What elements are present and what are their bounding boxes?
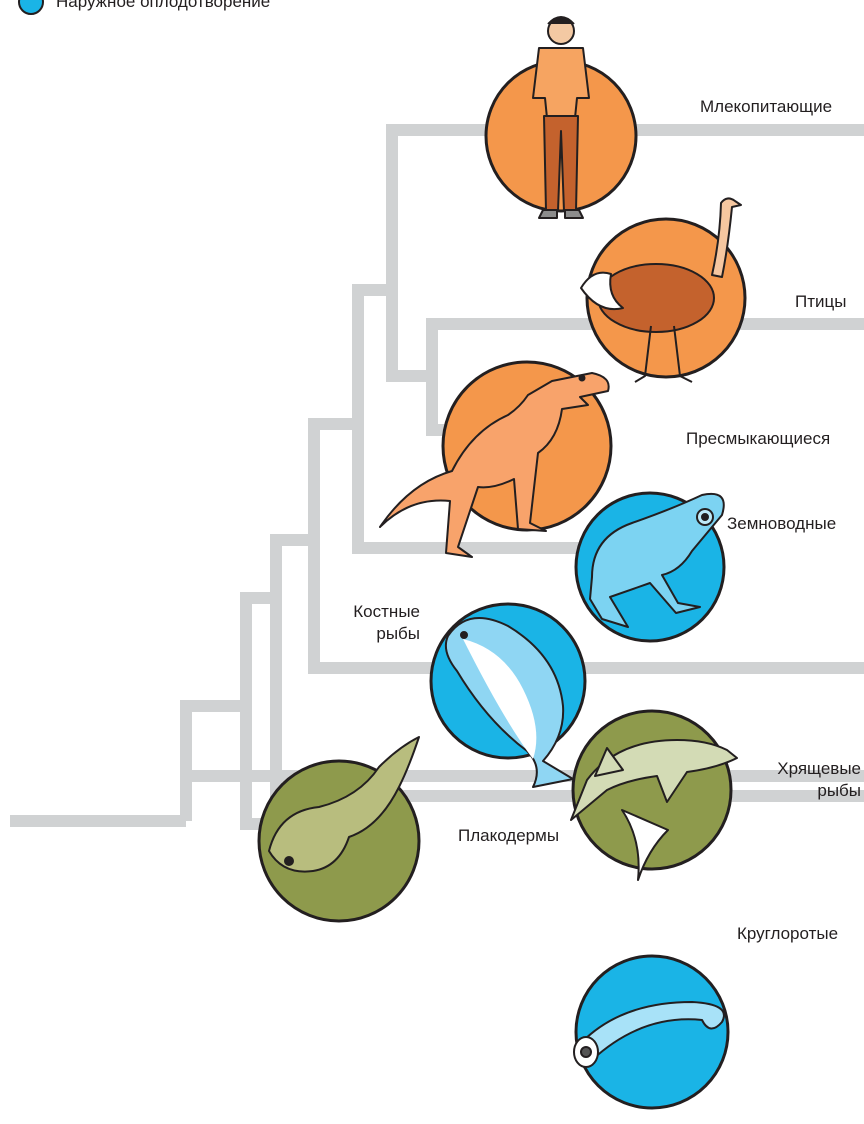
label-mammals: Млекопитающие [700, 96, 832, 118]
label-amphibians: Земноводные [727, 513, 836, 535]
label-placoderms: Плакодермы [458, 825, 559, 847]
taxon-mammals [486, 17, 636, 218]
taxon-circles [259, 17, 745, 1108]
label-birds: Птицы [795, 291, 846, 313]
taxon-bony-fish [431, 604, 585, 787]
label-cyclostomes: Круглоротые [737, 923, 838, 945]
label-cartilaginous-fish-text: Хрящевые рыбы [777, 759, 861, 800]
taxon-cyclostomes [574, 956, 728, 1108]
taxon-cartilaginous-fish [571, 711, 737, 880]
taxon-placoderms [259, 737, 419, 921]
taxon-birds [581, 198, 745, 382]
taxon-reptiles [380, 362, 611, 557]
branch-tetrapods [314, 424, 358, 540]
label-bony-fish-text: Костные рыбы [353, 602, 420, 643]
label-cartilaginous-fish: Хрящевые рыбы [748, 758, 861, 802]
label-bony-fish: Костные рыбы [345, 601, 420, 645]
taxon-amphibians [576, 493, 724, 641]
branch-gnathostomes [186, 706, 246, 821]
label-reptiles: Пресмыкающиеся [686, 428, 830, 450]
